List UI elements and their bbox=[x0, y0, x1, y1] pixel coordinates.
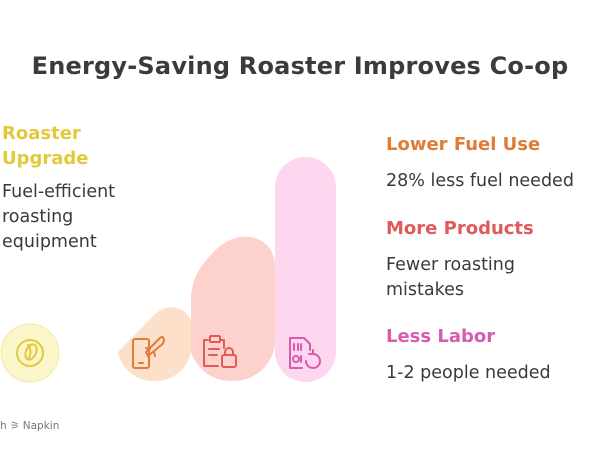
data-refresh-icon bbox=[289, 337, 321, 369]
lower-fuel-use-title: Lower Fuel Use bbox=[386, 134, 541, 155]
more-products-title: More Products bbox=[386, 218, 534, 239]
roaster-upgrade-title: Roaster Upgrade bbox=[2, 123, 89, 169]
less-labor-description: 1-2 people needed bbox=[386, 363, 551, 383]
napkin-watermark: h ⚞ Napkin bbox=[0, 420, 60, 432]
roaster-upgrade-description: Fuel-efficient roasting equipment bbox=[2, 182, 116, 252]
page-title: Energy-Saving Roaster Improves Co-op bbox=[31, 52, 569, 80]
more-products-description: Fewer roasting mistakes bbox=[386, 255, 515, 300]
lower-fuel-use-description: 28% less fuel needed bbox=[386, 171, 574, 191]
clipboard-lock-icon bbox=[203, 335, 237, 368]
less-labor-title: Less Labor bbox=[386, 326, 496, 347]
less-labor-bar bbox=[275, 157, 336, 382]
more-products-bar bbox=[191, 236, 276, 382]
rocket-phone-icon bbox=[132, 335, 165, 369]
coffee-bean-icon bbox=[16, 339, 44, 367]
